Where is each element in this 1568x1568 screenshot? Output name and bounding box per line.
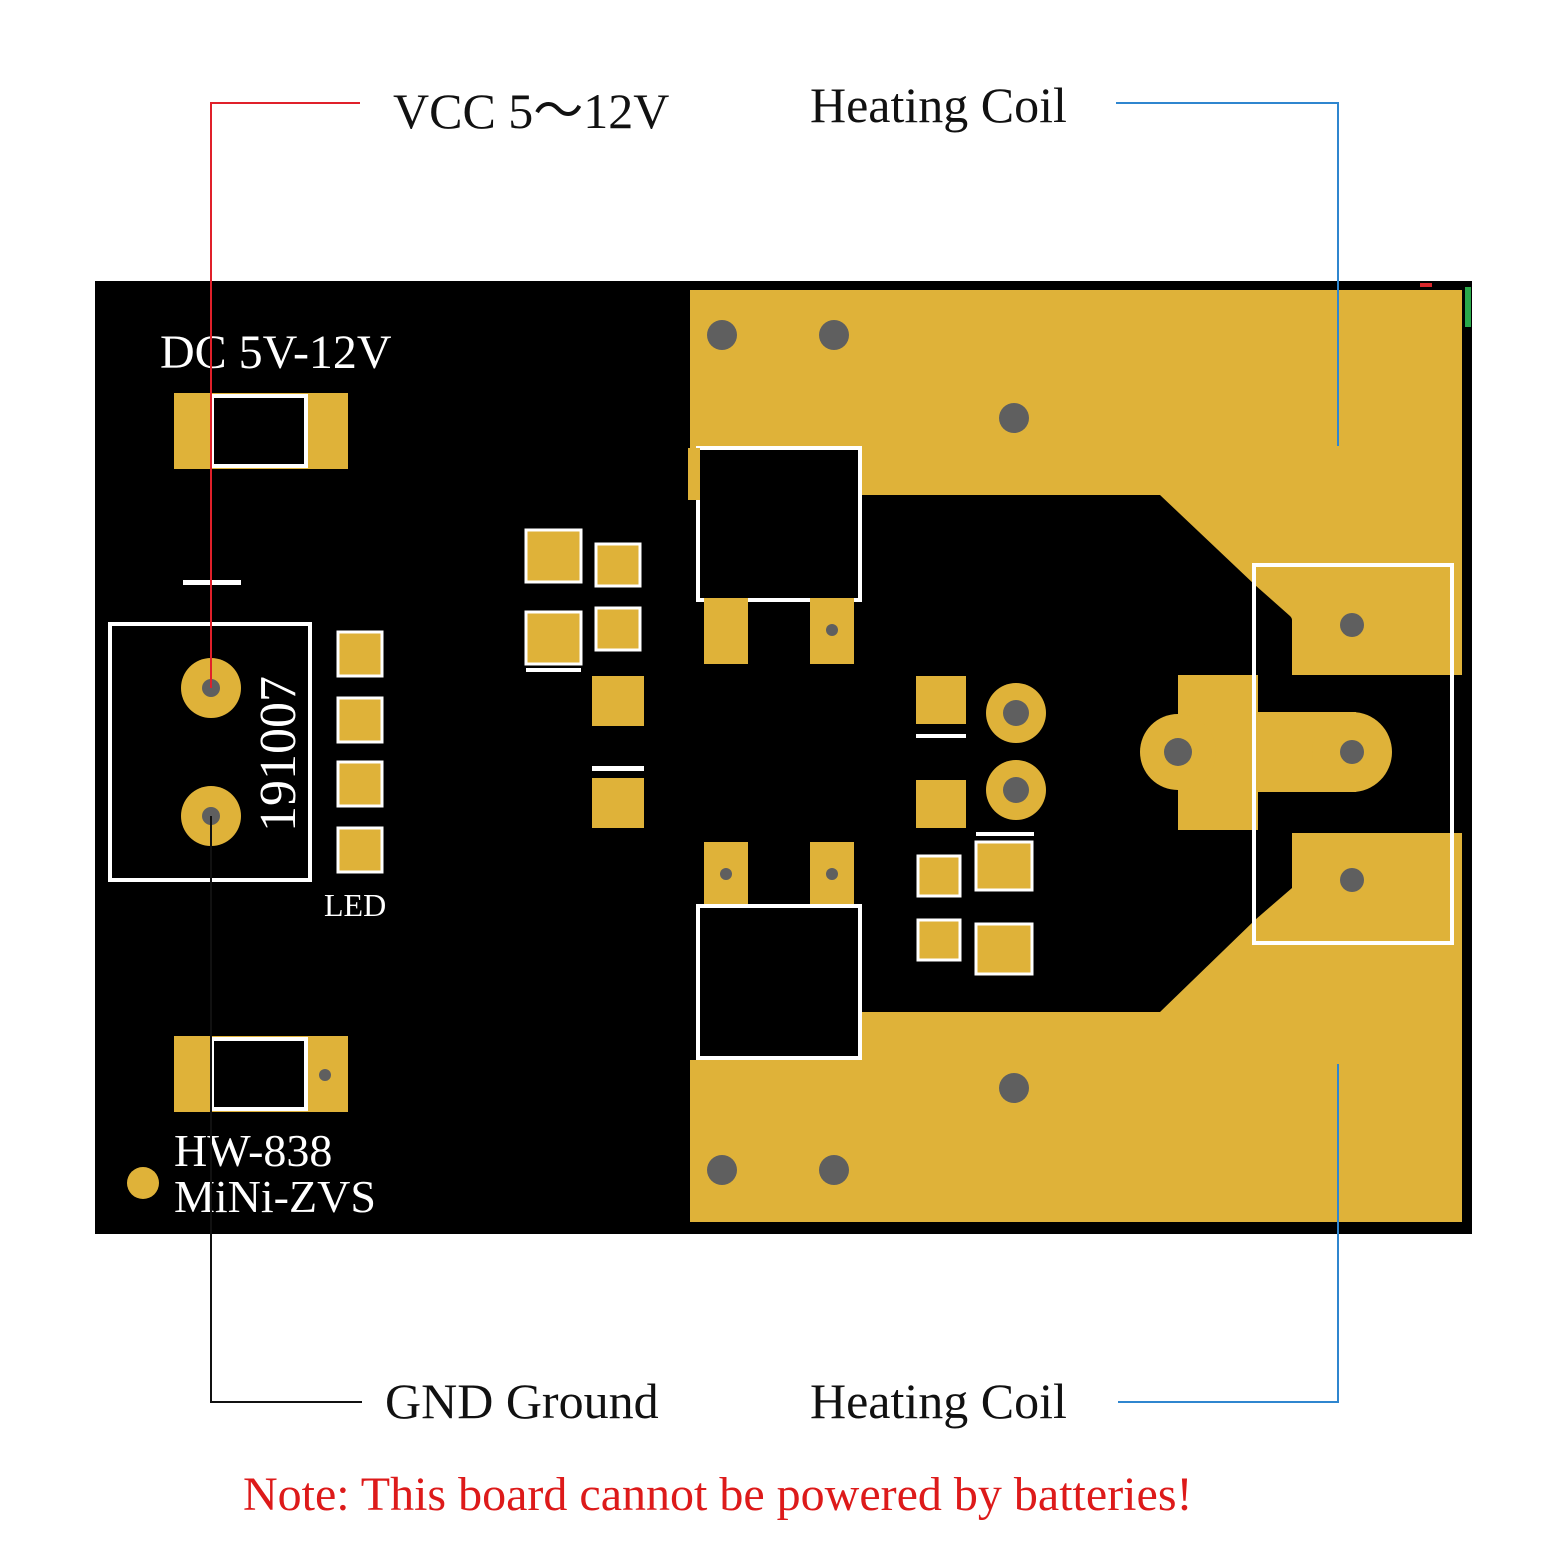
silk-name: MiNi-ZVS <box>174 1171 376 1222</box>
silk-dc-label: DC 5V-12V <box>160 326 392 379</box>
smd-pads-center <box>916 676 1046 976</box>
mosfet-bottom <box>696 842 862 1060</box>
silk-date-code: 191007 <box>250 676 307 832</box>
vcc-callout-line <box>210 102 360 688</box>
bottom-resistor <box>174 1036 348 1112</box>
coil-bottom-callout-line <box>1118 1064 1339 1403</box>
silk-model: HW-838 <box>174 1125 332 1176</box>
gnd-callout-line <box>210 816 362 1403</box>
vcc-label: VCC 5～12V <box>393 83 669 139</box>
silk-led-label: LED <box>324 887 386 923</box>
pcb-board: DC 5V-12V 191007 LED HW-838 MiNi-ZVS <box>95 281 1472 1234</box>
led-pads <box>336 630 384 874</box>
coil-copper-pad <box>690 290 1462 1222</box>
gnd-label: GND Ground <box>385 1373 659 1429</box>
fiducial-dot <box>127 1167 159 1199</box>
mosfet-top <box>688 446 862 664</box>
heating-coil-bottom-label: Heating Coil <box>810 1373 1067 1429</box>
battery-warning-note: Note: This board cannot be powered by ba… <box>243 1468 1192 1521</box>
coil-top-callout-line <box>1116 102 1339 446</box>
smd-pads-left <box>524 528 644 828</box>
coil-connector-outline <box>1252 563 1454 945</box>
via-holes <box>707 320 1364 1185</box>
heating-coil-top-label: Heating Coil <box>810 77 1067 133</box>
top-resistor <box>174 393 348 469</box>
